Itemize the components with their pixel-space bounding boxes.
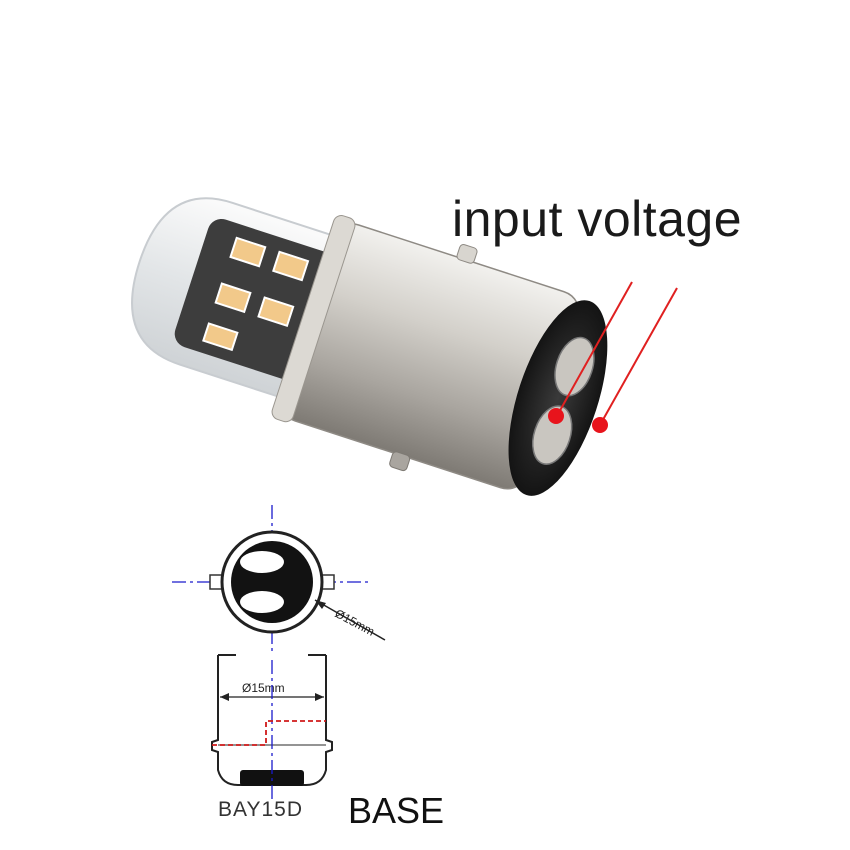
contact-top bbox=[554, 336, 595, 397]
bayonet-pin bbox=[389, 451, 411, 472]
contact-pin-marker bbox=[592, 417, 608, 433]
diameter-front-label: Ø15mm bbox=[333, 606, 377, 638]
led-chip bbox=[229, 236, 267, 268]
led-bulb-photo bbox=[131, 197, 608, 496]
base-front-view-diagram: Ø15mm bbox=[172, 505, 386, 658]
dim-arrow bbox=[315, 600, 326, 609]
dim-arrow-left bbox=[220, 693, 229, 701]
dim-leader bbox=[314, 599, 386, 641]
bayonet-pin bbox=[456, 244, 478, 264]
led-chip bbox=[272, 250, 310, 282]
dim-arrow-right bbox=[315, 693, 324, 701]
base-collar bbox=[271, 215, 356, 423]
voltage-pointers bbox=[548, 281, 678, 433]
led-chip bbox=[202, 322, 239, 352]
contact-upper bbox=[240, 551, 284, 573]
contact-pin-marker bbox=[548, 408, 564, 424]
led-chip bbox=[257, 296, 295, 328]
base-word-label: BASE bbox=[348, 790, 445, 831]
base-model-label: BAY15D bbox=[218, 798, 303, 821]
base-side-view-diagram: Ø15mm bbox=[211, 654, 333, 800]
led-chip bbox=[214, 282, 252, 314]
pointer-line-right bbox=[599, 287, 678, 426]
diameter-side-label: Ø15mm bbox=[242, 681, 285, 695]
pointer-line-left bbox=[557, 281, 633, 415]
slot-path-dashed bbox=[212, 720, 326, 746]
contact-lower bbox=[240, 591, 284, 613]
input-voltage-label: input voltage bbox=[452, 191, 743, 247]
